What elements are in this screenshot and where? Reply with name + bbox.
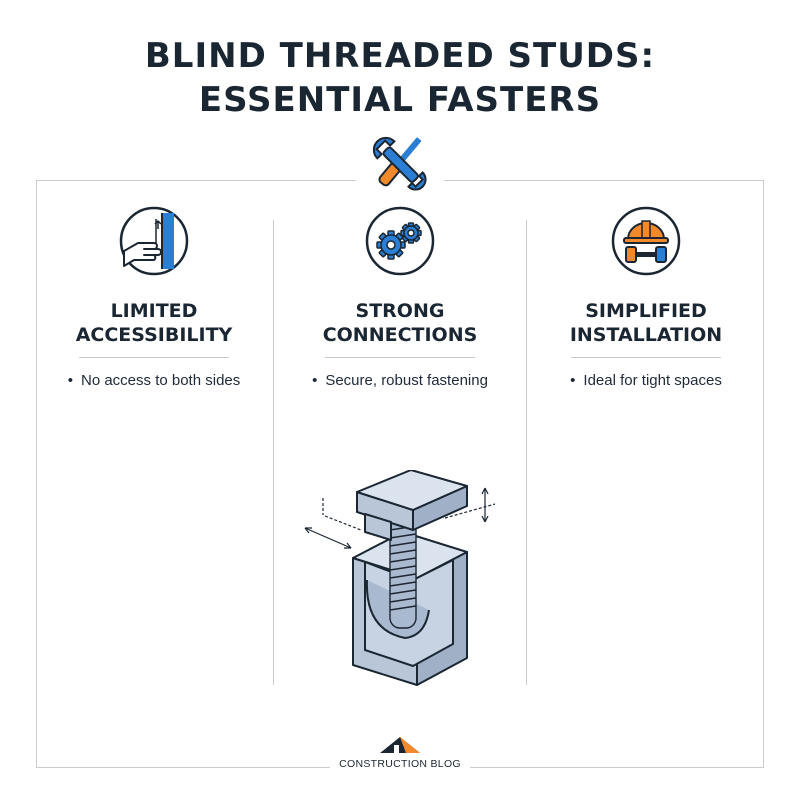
- feature-title: LIMITED ACCESSIBILITY: [36, 299, 272, 347]
- page-title-line-1: BLIND THREADED STUDS:: [144, 36, 656, 76]
- footer-brand: CONSTRUCTION BLOG: [330, 733, 470, 777]
- page-title-line-2: ESSENTIAL FASTERS: [198, 80, 602, 120]
- feature-title-line-1: LIMITED: [110, 300, 198, 322]
- wrench-screwdriver-icon: [356, 130, 444, 200]
- feature-title-line-2: INSTALLATION: [569, 324, 723, 346]
- feature-rule: [325, 357, 475, 358]
- page-title: BLIND THREADED STUDS: ESSENTIAL FASTERS: [0, 34, 800, 122]
- column-divider-left: [273, 220, 274, 685]
- feature-title-line-2: ACCESSIBILITY: [75, 324, 233, 346]
- feature-title: STRONG CONNECTIONS: [282, 299, 518, 347]
- feature-rule: [79, 357, 229, 358]
- feature-title-line-2: CONNECTIONS: [322, 324, 478, 346]
- gears-icon: [365, 206, 435, 276]
- feature-column-strong-connections: STRONG CONNECTIONS Secure, robust fasten…: [282, 205, 518, 389]
- feature-column-simplified-installation: SIMPLIFIED INSTALLATION Ideal for tight …: [528, 205, 764, 389]
- feature-title-line-1: SIMPLIFIED: [585, 300, 707, 322]
- feature-title-line-1: STRONG: [355, 300, 445, 322]
- feature-bullet: No access to both sides: [36, 372, 272, 389]
- feature-rule: [571, 357, 721, 358]
- blind-stud-cutaway-diagram: [304, 470, 496, 686]
- feature-bullet: Secure, robust fastening: [282, 372, 518, 389]
- feature-column-limited-accessibility: LIMITED ACCESSIBILITY No access to both …: [36, 205, 272, 389]
- hand-at-wall-icon: [119, 206, 189, 276]
- feature-title: SIMPLIFIED INSTALLATION: [528, 299, 764, 347]
- hardhat-wrench-icon: [611, 206, 681, 276]
- feature-bullet: Ideal for tight spaces: [528, 372, 764, 389]
- column-divider-right: [526, 220, 527, 685]
- roof-logo-icon: [380, 737, 420, 753]
- footer-label: CONSTRUCTION BLOG: [339, 758, 461, 770]
